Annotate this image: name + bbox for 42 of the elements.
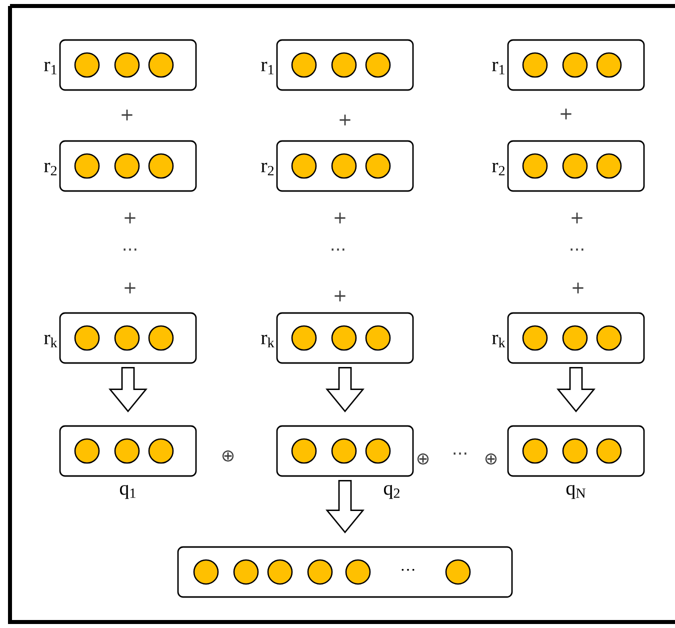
block-arrow: [326, 480, 364, 534]
vector-label: r$_{k}$: [44, 334, 58, 348]
vector-box: [276, 39, 414, 91]
vector-label: q$_{N}$: [566, 485, 586, 499]
operator-sign: +: [560, 108, 572, 120]
operator-sign: +: [572, 212, 582, 224]
operator-sign: ···: [124, 248, 136, 251]
vector-box: [276, 140, 414, 192]
block-arrow: [556, 367, 596, 412]
block-arrow: [326, 367, 364, 412]
vector-box: [507, 39, 645, 91]
operator-sign: +: [124, 212, 136, 224]
vector-box: [59, 39, 197, 91]
vector-label: q$_{2}$: [384, 485, 400, 499]
operator-sign: ⊕: [222, 450, 234, 462]
operator-sign: +: [340, 114, 350, 126]
vector-label: r$_{2}$: [261, 162, 274, 176]
operator-sign: ···: [570, 248, 584, 251]
block-arrow: [108, 367, 148, 412]
vector-box: [59, 312, 197, 364]
vector-box: [59, 140, 197, 192]
operator-sign: ···: [454, 452, 466, 455]
vector-box: [276, 312, 414, 364]
vector-label: q$_{1}$: [120, 485, 136, 499]
vector-label: r$_{1}$: [261, 62, 274, 74]
operator-sign: +: [122, 110, 132, 120]
vector-label: r$_{k}$: [492, 334, 506, 348]
vector-box: [59, 425, 197, 477]
operator-sign: +: [572, 282, 584, 294]
vector-label: r$_{2}$: [44, 162, 57, 176]
vector-box: [507, 312, 645, 364]
vector-label: r$_{2}$: [492, 162, 505, 176]
operator-sign: +: [124, 282, 136, 294]
vector-label: r$_{k}$: [261, 334, 274, 348]
vector-label: r$_{1}$: [44, 62, 56, 74]
vector-box: ···: [177, 546, 513, 598]
vector-box: [276, 425, 414, 477]
vector-label: r$_{1}$: [492, 62, 504, 74]
operator-sign: +: [334, 212, 346, 224]
vector-box: [507, 140, 645, 192]
vector-box: [507, 425, 645, 477]
operator-sign: ···: [332, 248, 344, 251]
